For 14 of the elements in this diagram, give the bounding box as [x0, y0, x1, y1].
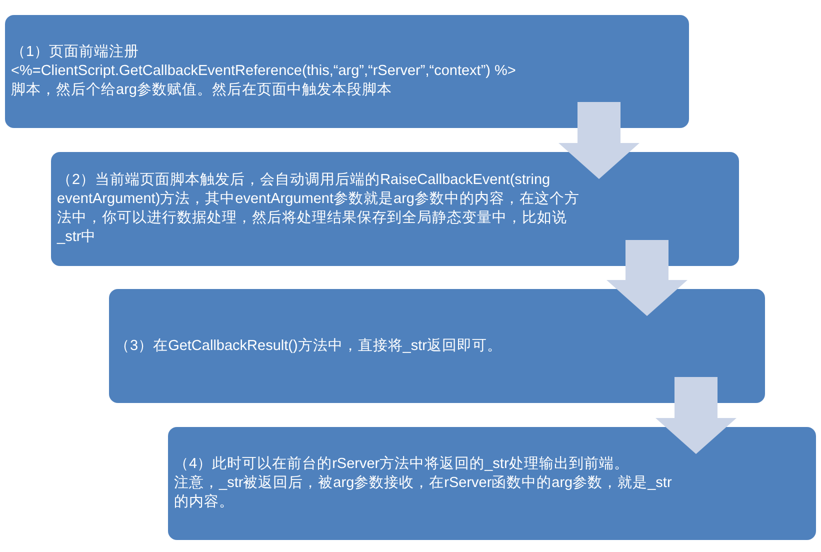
block-arrow [606, 240, 688, 316]
step-text: （3）在GetCallbackResult()方法中，直接将_str返回即可。 [115, 336, 503, 356]
process-box [168, 427, 816, 540]
step-text: 脚本，然后个给arg参数赋值。然后在页面中触发本段脚本 [11, 81, 393, 100]
step-text: （1）页面前端注册 [11, 43, 140, 62]
step-text: <%=ClientScript.GetCallbackEventReference(this,“arg”,“rServer”,“context”) %> [11, 62, 517, 81]
process-box [5, 15, 689, 128]
process-box [109, 289, 765, 403]
block-arrow [656, 377, 736, 454]
step-text: （2）当前端页面脚本触发后，会自动调用后端的RaiseCallbackEvent(string eventArgument)方法，其中eventArgument参数就是arg参数中的内容，在这个方法中，你可以进行数据处理，然后将处理结果保存到全局静态变量中，比如说_str中 [57, 171, 580, 247]
process-box [51, 152, 739, 266]
step-text: 注意，_str被返回后，被arg参数接收，在rServer函数中的arg参数，就是_str的内容。 [174, 474, 673, 512]
block-arrow [558, 102, 640, 179]
step-text: （4）此时可以在前台的rServer方法中将返回的_str处理输出到前端。 [174, 455, 630, 474]
